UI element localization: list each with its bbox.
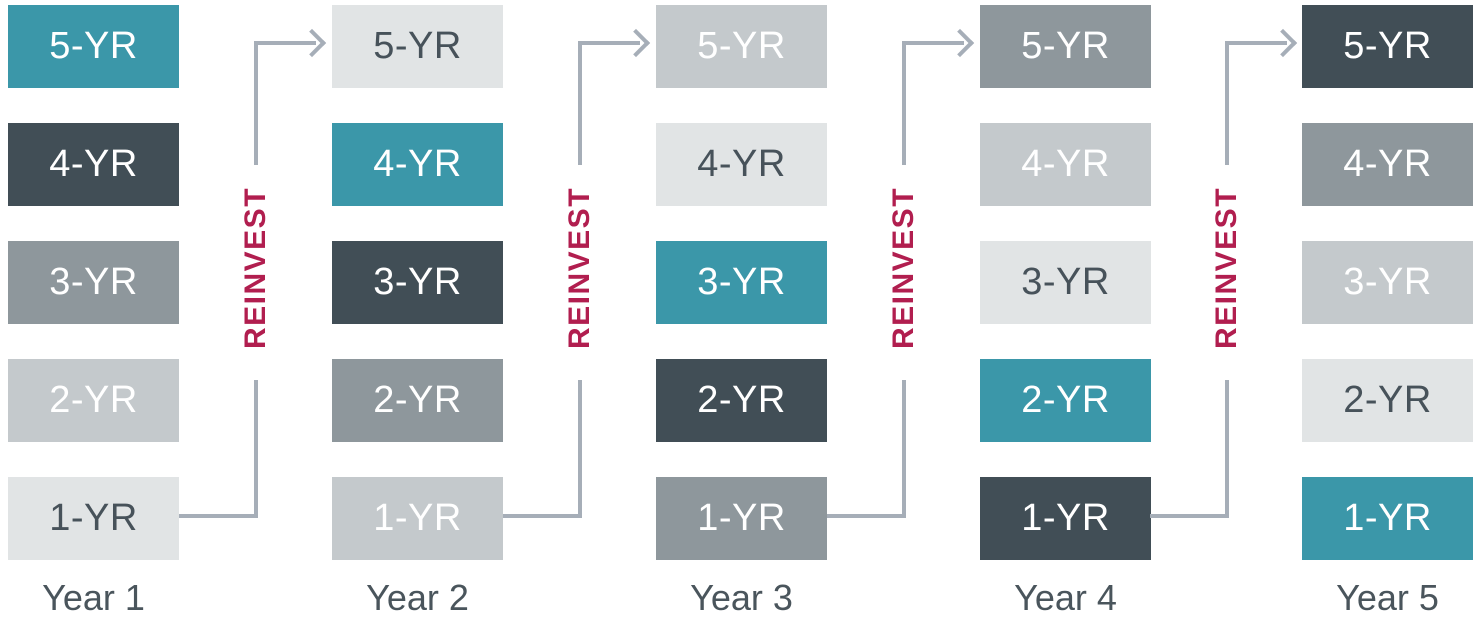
bond-box-year2-4yr: 4-YR bbox=[332, 123, 503, 206]
bond-box-year2-5yr: 5-YR bbox=[332, 5, 503, 88]
year-label-5: Year 5 bbox=[1336, 577, 1439, 618]
connector-vertical-lower bbox=[902, 380, 906, 518]
reinvest-label: REINVEST bbox=[1210, 186, 1243, 350]
connector-elbow-bottom bbox=[503, 514, 582, 518]
connector-vertical-upper bbox=[1225, 41, 1229, 165]
bond-box-year5-1yr: 1-YR bbox=[1302, 477, 1473, 560]
bond-box-year3-2yr: 2-YR bbox=[656, 359, 827, 442]
bond-box-year1-1yr: 1-YR bbox=[8, 477, 179, 560]
year-label-4: Year 4 bbox=[1014, 577, 1117, 618]
connector-elbow-top bbox=[254, 41, 316, 45]
connector-vertical-upper bbox=[578, 41, 582, 165]
bond-box-year3-3yr: 3-YR bbox=[656, 241, 827, 324]
bond-box-year5-3yr: 3-YR bbox=[1302, 241, 1473, 324]
year-label-2: Year 2 bbox=[366, 577, 469, 618]
bond-box-year2-1yr: 1-YR bbox=[332, 477, 503, 560]
reinvest-label: REINVEST bbox=[887, 186, 920, 350]
bond-box-year5-5yr: 5-YR bbox=[1302, 5, 1473, 88]
bond-box-year3-4yr: 4-YR bbox=[656, 123, 827, 206]
reinvest-label: REINVEST bbox=[563, 186, 596, 350]
arrow-right-icon bbox=[1268, 28, 1298, 58]
arrow-right-icon bbox=[297, 28, 327, 58]
arrow-right-icon bbox=[621, 28, 651, 58]
bond-box-year3-5yr: 5-YR bbox=[656, 5, 827, 88]
connector-vertical-lower bbox=[578, 380, 582, 518]
bond-box-year1-3yr: 3-YR bbox=[8, 241, 179, 324]
connector-vertical-lower bbox=[1225, 380, 1229, 518]
arrow-right-icon bbox=[945, 28, 975, 58]
year-label-3: Year 3 bbox=[690, 577, 793, 618]
connector-elbow-top bbox=[578, 41, 640, 45]
bond-box-year4-3yr: 3-YR bbox=[980, 241, 1151, 324]
bond-box-year4-4yr: 4-YR bbox=[980, 123, 1151, 206]
bond-box-year2-3yr: 3-YR bbox=[332, 241, 503, 324]
connector-vertical-upper bbox=[254, 41, 258, 165]
connector-elbow-top bbox=[1225, 41, 1287, 45]
connector-elbow-bottom bbox=[1150, 514, 1229, 518]
connector-elbow-bottom bbox=[179, 514, 258, 518]
year-label-1: Year 1 bbox=[42, 577, 145, 618]
bond-box-year4-1yr: 1-YR bbox=[980, 477, 1151, 560]
bond-box-year4-2yr: 2-YR bbox=[980, 359, 1151, 442]
bond-box-year3-1yr: 1-YR bbox=[656, 477, 827, 560]
bond-box-year1-4yr: 4-YR bbox=[8, 123, 179, 206]
connector-elbow-bottom bbox=[827, 514, 906, 518]
connector-elbow-top bbox=[902, 41, 964, 45]
bond-box-year5-4yr: 4-YR bbox=[1302, 123, 1473, 206]
bond-box-year1-2yr: 2-YR bbox=[8, 359, 179, 442]
connector-vertical-lower bbox=[254, 380, 258, 518]
connector-vertical-upper bbox=[902, 41, 906, 165]
bond-box-year1-5yr: 5-YR bbox=[8, 5, 179, 88]
bond-box-year2-2yr: 2-YR bbox=[332, 359, 503, 442]
bond-box-year5-2yr: 2-YR bbox=[1302, 359, 1473, 442]
reinvest-label: REINVEST bbox=[239, 186, 272, 350]
bond-box-year4-5yr: 5-YR bbox=[980, 5, 1151, 88]
